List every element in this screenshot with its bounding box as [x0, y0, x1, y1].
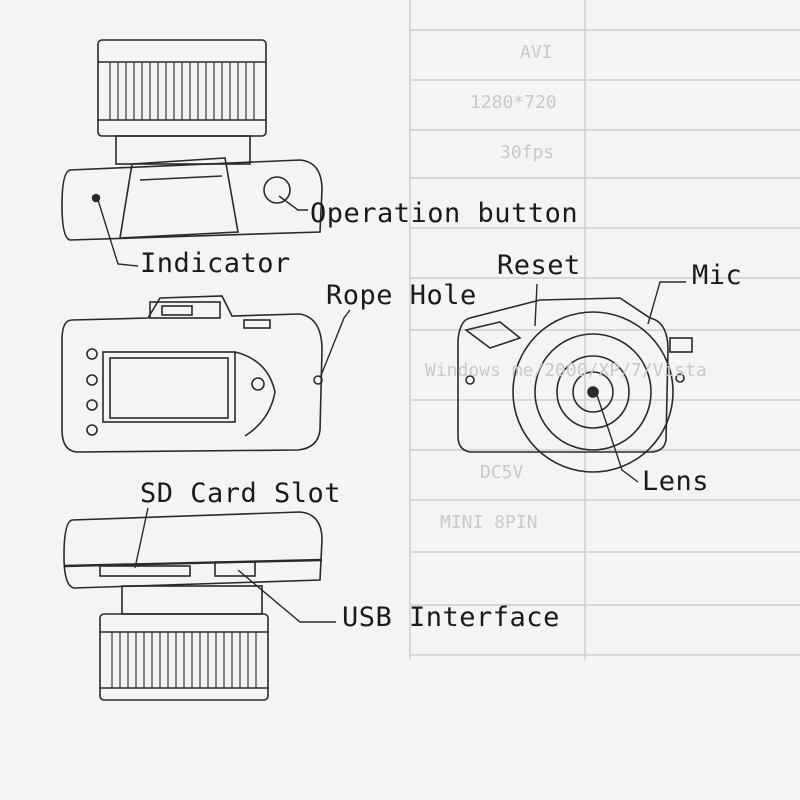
bg-text-format: AVI [520, 42, 553, 63]
bg-text-resolution: 1280*720 [470, 92, 557, 113]
leader-usb [237, 569, 336, 623]
bg-text-os: Windows me/2000/XP/7/Vista [425, 360, 707, 381]
bg-text-interface: MINI 8PIN [440, 512, 538, 533]
label-lens: Lens [642, 466, 710, 497]
label-operation-button: Operation button [310, 198, 579, 229]
leader-indicator [97, 199, 139, 267]
label-mic: Mic [692, 260, 743, 291]
label-reset: Reset [497, 250, 581, 281]
bg-text-voltage: DC5V [480, 462, 524, 483]
label-rope-hole: Rope Hole [326, 280, 477, 311]
leader-reset [534, 283, 538, 327]
top-view-camera [61, 39, 323, 241]
label-usb-interface: USB Interface [342, 602, 560, 633]
back-view-camera [61, 295, 323, 453]
label-sd-card-slot: SD Card Slot [140, 478, 342, 509]
background-table [409, 0, 800, 660]
leader-mic [647, 281, 686, 325]
leader-sd-card [134, 507, 149, 569]
bottom-view-camera [63, 511, 323, 701]
front-view-camera [457, 297, 693, 473]
leader-operation-button [278, 195, 308, 211]
leader-lens [595, 391, 639, 483]
leader-lines [97, 195, 686, 623]
label-indicator: Indicator [140, 248, 291, 279]
leader-rope-hole [319, 309, 351, 379]
bg-text-framerate: 30fps [500, 142, 555, 163]
